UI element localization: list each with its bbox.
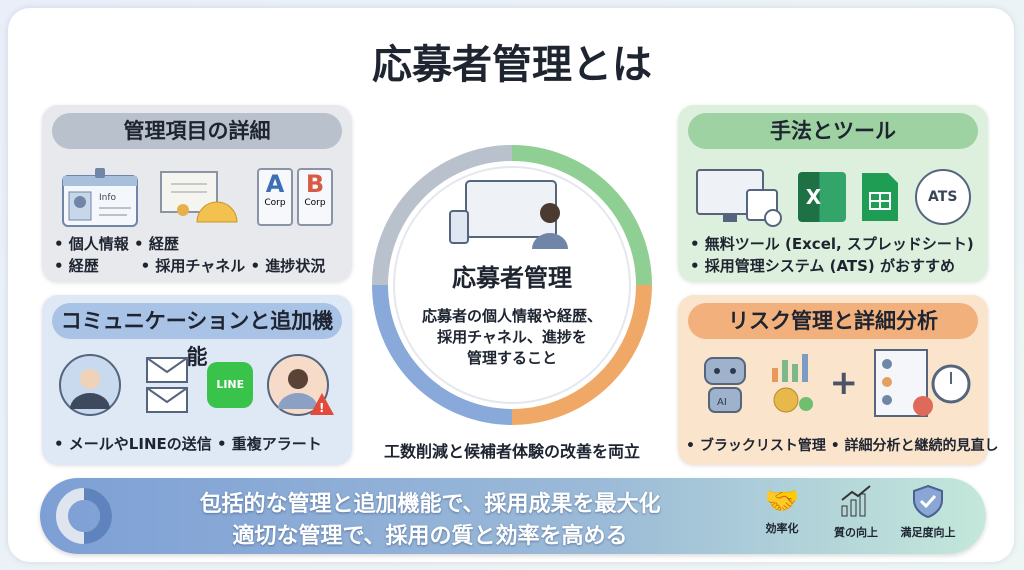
growth-chart-icon bbox=[841, 485, 871, 517]
arc-gray bbox=[372, 145, 513, 286]
badge-label: 質の向上 bbox=[834, 526, 878, 539]
cycle-diagram bbox=[372, 145, 652, 425]
ai-robot-icon: AI bbox=[703, 357, 746, 413]
mail-icon bbox=[145, 357, 188, 413]
panel-heading: 管理項目の詳細 bbox=[52, 113, 342, 149]
description-line: 採用チャネル、進捗を bbox=[437, 328, 587, 346]
arc-green bbox=[511, 145, 652, 286]
panel-heading: コミュニケーションと追加機能 bbox=[52, 303, 342, 369]
panel-heading: 手法とツール bbox=[688, 113, 978, 149]
center-description: 応募者の個人情報や経歴、 採用チャネル、進捗を 管理すること bbox=[0, 306, 1024, 369]
bullet-line: • ブラックリスト管理 • 詳細分析と継続的見直し bbox=[686, 438, 999, 454]
panel-heading: リスク管理と詳細分析 bbox=[688, 303, 978, 339]
description-line: 応募者の個人情報や経歴、 bbox=[421, 307, 602, 325]
banner-line-1: 包括的な管理と追加機能で、採用成果を最大化 bbox=[199, 492, 661, 517]
computer-user-icon bbox=[449, 180, 568, 249]
excel-icon: X bbox=[797, 172, 846, 222]
panel-methods-tools: 手法とツール X ATS • 無料ツール (Excel, スプレッドシート) •… bbox=[678, 105, 988, 282]
svg-text:!: ! bbox=[319, 401, 324, 415]
ring-icon bbox=[56, 488, 112, 544]
bullet-line: • 個人情報 • 経歴 bbox=[54, 235, 179, 253]
center-subtitle: 工数削減と候補者体験の改善を両立 bbox=[383, 442, 640, 461]
panel-communication: コミュニケーションと追加機能 LINE ! • メールやLINEの送信 • 重複… bbox=[42, 295, 352, 465]
bullet-line: • 無料ツール (Excel, スプレッドシート) bbox=[690, 235, 974, 253]
id-card-icon: Info bbox=[62, 168, 138, 227]
arc-blue bbox=[372, 284, 513, 425]
svg-text:AI: AI bbox=[717, 397, 727, 408]
arc-orange bbox=[511, 284, 652, 425]
certificate-helmet-icon bbox=[160, 171, 238, 223]
chart-coins-icon bbox=[772, 354, 814, 413]
ats-system-icon: ATS bbox=[914, 169, 971, 225]
summary-banner: 包括的な管理と追加機能で、採用成果を最大化 適切な管理で、採用の質と効率を高める… bbox=[40, 478, 986, 554]
handshake-icon: 🤝 bbox=[764, 484, 800, 517]
spreadsheet-icon bbox=[862, 173, 899, 221]
shield-check-icon bbox=[913, 484, 943, 519]
candidate-list-reject-icon bbox=[874, 349, 971, 417]
bullet-line: • 採用管理システム (ATS) がおすすめ bbox=[690, 257, 955, 275]
svg-text:Info: Info bbox=[99, 193, 117, 203]
line-app-icon: LINE bbox=[207, 362, 254, 408]
description-line: 管理すること bbox=[466, 349, 557, 367]
panel-risk-analysis: リスク管理と詳細分析 AI + • ブラックリスト管理 • 詳細分析と継続的見直… bbox=[678, 295, 999, 465]
businessman-avatar-icon bbox=[59, 354, 122, 416]
plus-icon: + bbox=[829, 363, 858, 403]
banner-line-2: 適切な管理で、採用の質と効率を高める bbox=[232, 524, 628, 549]
badge-label: 満足度向上 bbox=[900, 526, 956, 539]
center-title: 応募者管理 bbox=[452, 264, 572, 292]
computer-calendar-icon bbox=[696, 169, 783, 227]
woman-alert-icon: ! bbox=[266, 354, 334, 416]
bullet-line: • 経歴 • 採用チャネル • 進捗状況 bbox=[54, 257, 326, 275]
badge-label: 効率化 bbox=[765, 522, 799, 535]
page-title: 応募者管理とは bbox=[372, 42, 652, 88]
bullet-line: • メールやLINEの送信 • 重複アラート bbox=[54, 435, 322, 453]
